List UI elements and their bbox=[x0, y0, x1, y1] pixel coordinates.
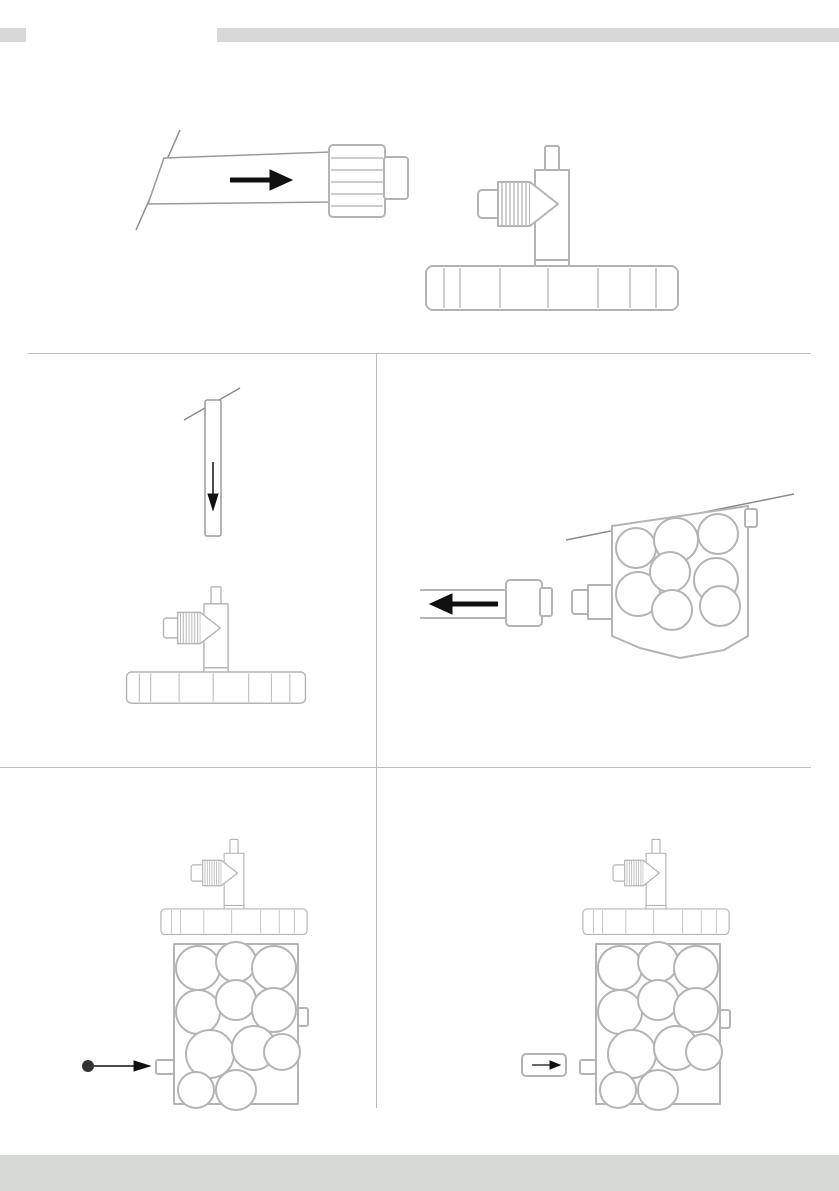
step3-illustration bbox=[420, 494, 794, 658]
step4-illustration bbox=[82, 839, 308, 1110]
step1-illustration bbox=[136, 130, 678, 310]
step2-illustration bbox=[127, 388, 306, 703]
step5-illustration bbox=[522, 839, 730, 1110]
